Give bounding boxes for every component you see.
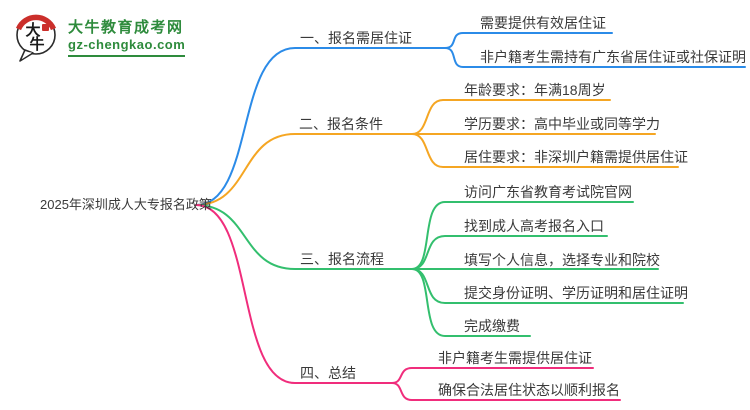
- branch-node-4[interactable]: 四、总结: [300, 365, 356, 381]
- leaf-node-3-3[interactable]: 填写个人信息，选择专业和院校: [464, 252, 660, 268]
- branch1-links: [195, 32, 746, 206]
- leaf-node-3-1[interactable]: 访问广东省教育考试院官网: [464, 184, 632, 200]
- logo-domain: gz-chengkao.com: [68, 37, 186, 58]
- logo-char-top: 大: [25, 21, 40, 39]
- leaf-node-1-2[interactable]: 非户籍考生需持有广东省居住证或社保证明: [480, 49, 746, 65]
- leaf-node-2-2[interactable]: 学历要求：高中毕业或同等学力: [464, 116, 660, 132]
- leaf-node-4-1[interactable]: 非户籍考生需提供居住证: [438, 350, 592, 366]
- leaf-node-4-2[interactable]: 确保合法居住状态以顺利报名: [438, 382, 620, 398]
- leaf-node-3-2[interactable]: 找到成人高考报名入口: [464, 218, 604, 234]
- branch-node-2[interactable]: 二、报名条件: [299, 116, 383, 132]
- branch2-links: [195, 99, 679, 206]
- branch4-links: [195, 204, 621, 401]
- leaf-node-3-4[interactable]: 提交身份证明、学历证明和居住证明: [464, 285, 688, 301]
- branch-node-3[interactable]: 三、报名流程: [300, 251, 384, 267]
- logo-char-bottom: 牛: [29, 35, 44, 53]
- logo-bubble-icon: 大 牛: [15, 14, 57, 62]
- leaf-node-2-1[interactable]: 年龄要求：年满18周岁: [464, 82, 606, 98]
- logo-title: 大牛教育成考网: [68, 18, 184, 36]
- leaf-node-3-5[interactable]: 完成缴费: [464, 318, 520, 334]
- site-logo: 大 牛 大牛教育成考网 gz-chengkao.com: [13, 13, 186, 63]
- root-node[interactable]: 2025年深圳成人大专报名政策: [40, 197, 212, 212]
- branch3-links: [195, 201, 684, 337]
- leaf-node-2-3[interactable]: 居住要求：非深圳户籍需提供居住证: [464, 149, 688, 165]
- logo-text: 大牛教育成考网 gz-chengkao.com: [68, 18, 186, 58]
- branch-node-1[interactable]: 一、报名需居住证: [300, 30, 412, 46]
- leaf-node-1-1[interactable]: 需要提供有效居住证: [480, 15, 606, 31]
